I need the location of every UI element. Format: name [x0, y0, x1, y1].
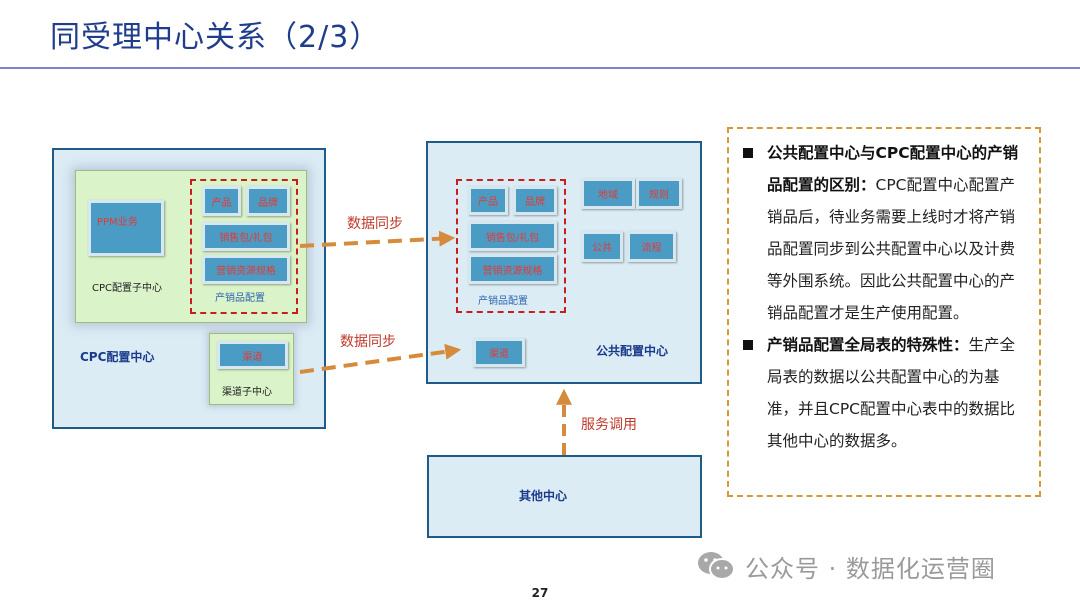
note-item-1-body: CPC配置中心配置产销品后，待业务需要上线时才将产销品配置同步到公共配置中心以及…	[767, 176, 1016, 322]
data-sync-arrow-1	[299, 230, 456, 248]
public-product-config-label: 产销品配置	[478, 296, 528, 307]
data-sync-arrow-2	[299, 343, 462, 374]
data-sync-label-1: 数据同步	[347, 216, 403, 232]
public-brand-box: 品牌	[513, 186, 557, 215]
bullet-square-icon	[743, 148, 753, 158]
service-call-label: 服务调用	[581, 417, 637, 433]
cpc-product-config-group	[190, 179, 298, 314]
public-channel-box: 渠道	[473, 338, 525, 367]
public-box: 公共	[581, 231, 623, 262]
explanation-note: 公共配置中心与CPC配置中心的产销品配置的区别：CPC配置中心配置产销品后，待业…	[727, 127, 1041, 497]
note-item-2-body: 生产全局表的数据以公共配置中心的为基准，并且CPC配置中心表中的数据比其他中心的…	[767, 336, 1016, 450]
cpc-sales-package-box: 销售包/礼包	[202, 222, 290, 251]
wechat-icon	[698, 552, 735, 580]
public-sales-package-box: 销售包/礼包	[468, 221, 557, 251]
public-marketing-resource-box: 营销资源规格	[468, 254, 557, 284]
other-center-label: 其他中心	[519, 489, 568, 503]
other-center	[427, 455, 702, 538]
cpc-marketing-resource-box: 营销资源规格	[202, 255, 290, 284]
cpc-center-label: CPC配置中心	[80, 350, 155, 364]
cpc-subcenter-label: CPC配置子中心	[92, 283, 162, 294]
public-product-box: 产品	[468, 186, 508, 215]
cpc-product-config-label: 产销品配置	[215, 293, 265, 304]
note-item-1-heading: 公共配置中心与CPC配置中心的产销品配置的区别：	[767, 144, 1019, 194]
note-item-2: 产销品配置全局表的特殊性：生产全局表的数据以公共配置中心的为基准，并且CPC配置…	[739, 329, 1027, 457]
public-center-label: 公共配置中心	[596, 344, 669, 358]
title-divider	[0, 67, 1080, 69]
flow-box: 流程	[627, 231, 676, 262]
watermark: 公众号 · 数据化运营圈	[697, 546, 1057, 586]
data-sync-label-2: 数据同步	[340, 334, 396, 350]
cpc-brand-box: 品牌	[246, 186, 290, 216]
region-box: 地域	[581, 178, 635, 209]
public-product-config-group	[456, 179, 566, 313]
page-title: 同受理中心关系（2/3）	[50, 20, 381, 55]
channel-subcenter-label: 渠道子中心	[222, 387, 272, 398]
note-item-1: 公共配置中心与CPC配置中心的产销品配置的区别：CPC配置中心配置产销品后，待业…	[739, 137, 1027, 329]
watermark-text: 公众号 · 数据化运营圈	[745, 554, 996, 583]
cpc-channel-box: 渠道	[217, 341, 288, 369]
bullet-square-icon	[743, 340, 753, 350]
ppm-business-box: PPM业务	[88, 200, 164, 256]
note-item-2-heading: 产销品配置全局表的特殊性：	[767, 336, 969, 354]
page-number: 27	[531, 586, 549, 600]
rule-box: 规则	[636, 178, 682, 209]
cpc-product-box: 产品	[202, 186, 241, 216]
